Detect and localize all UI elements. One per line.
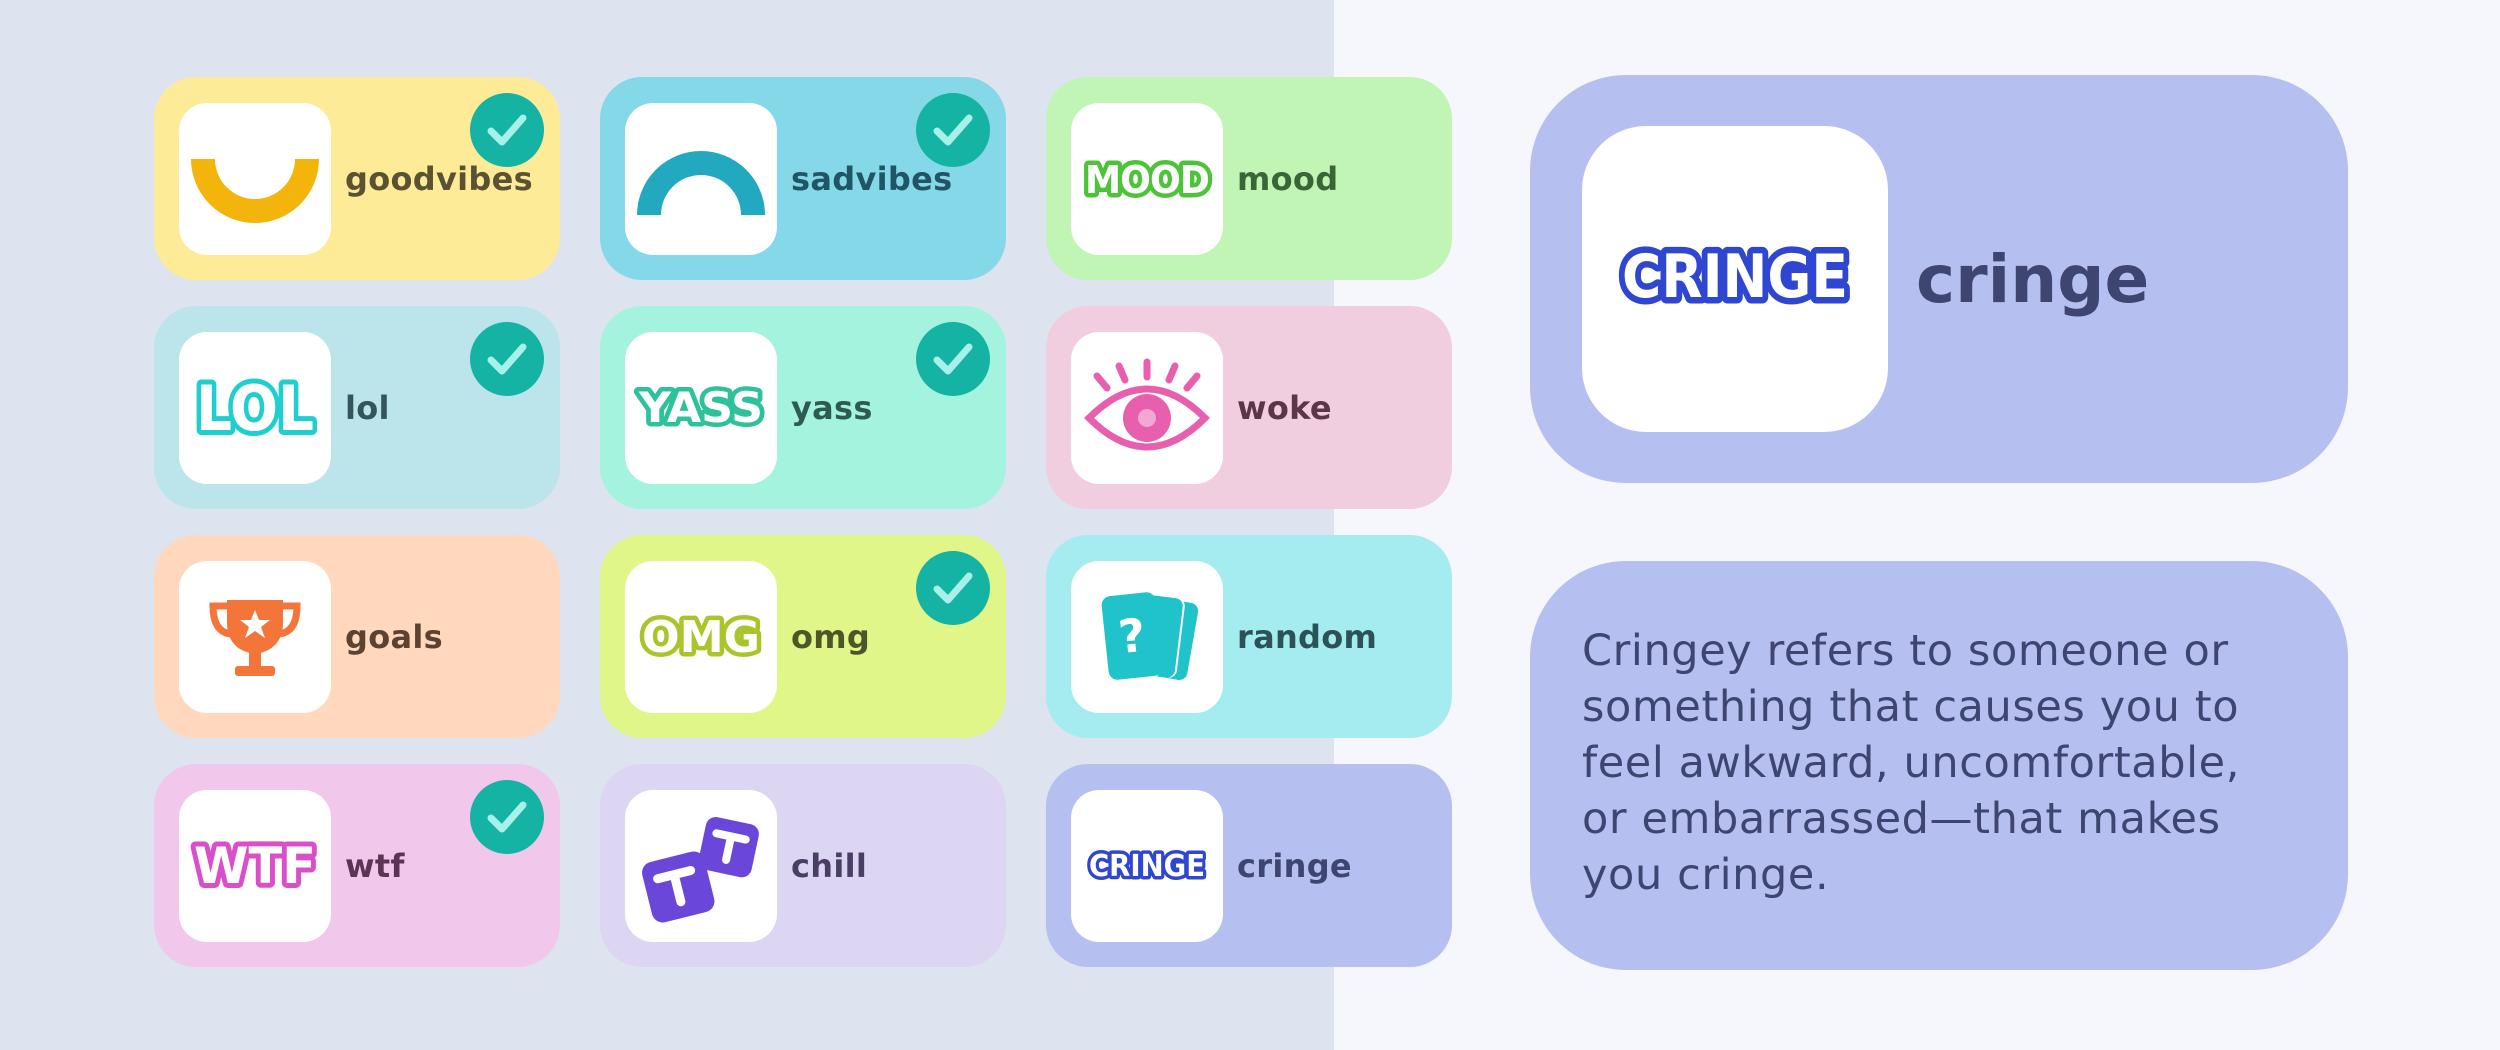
yass-wordmark-icon: YASS (633, 378, 767, 436)
selected-mood-tile: CRINGE (1582, 126, 1888, 432)
svg-text:CRINGE: CRINGE (1622, 242, 1848, 312)
checkmark-icon (470, 93, 544, 167)
selected-mood-description: Cringey refers to someone or something t… (1530, 561, 2348, 970)
mood-card-goodvibes[interactable]: goodvibes (154, 77, 560, 280)
mood-grid: goodvibes sadvibes MOOD mood LOL (154, 77, 1452, 967)
mood-label: goals (345, 617, 443, 656)
omg-wordmark-icon: OMG (638, 607, 765, 667)
mood-label: omg (791, 617, 871, 656)
mood-label: lol (345, 388, 390, 427)
svg-text:YASS: YASS (638, 383, 763, 432)
mood-tile-mood: MOOD (1071, 102, 1223, 255)
mood-tile-sadvibes (625, 102, 777, 255)
eye-icon (1084, 358, 1210, 450)
cards-question-icon: ? (1097, 591, 1199, 682)
mood-tile-omg: OMG (625, 560, 777, 713)
mood-card-cringe[interactable]: CRINGE cringe (1046, 764, 1452, 967)
smile-arc-icon (191, 157, 319, 223)
frown-arc-icon (637, 150, 765, 216)
svg-text:OMG: OMG (642, 612, 760, 663)
mood-tile-random: ? (1071, 560, 1223, 713)
svg-text:WTF: WTF (194, 837, 316, 895)
svg-text:LOL: LOL (196, 372, 314, 445)
mood-label: chill (791, 846, 868, 885)
checkmark-icon (470, 780, 544, 854)
selected-mood-header: CRINGE cringe (1530, 75, 2348, 483)
mood-tile-goals (179, 560, 331, 713)
ice-cubes-icon (642, 816, 759, 922)
cringe-wordmark-icon: CRINGE (1086, 845, 1209, 887)
mood-tile-wtf: WTF (179, 789, 331, 942)
mood-card-sadvibes[interactable]: sadvibes (600, 77, 1006, 280)
svg-text:MOOD: MOOD (1085, 158, 1209, 202)
svg-text:?: ? (1116, 607, 1148, 663)
mood-tile-cringe: CRINGE (1071, 789, 1223, 942)
mood-tile-chill (625, 789, 777, 942)
mood-label: mood (1237, 159, 1339, 198)
mood-wordmark-icon: MOOD (1081, 153, 1215, 206)
mood-card-mood[interactable]: MOOD mood (1046, 77, 1452, 280)
mood-tile-yass: YASS (625, 331, 777, 484)
mood-label: sadvibes (791, 159, 953, 198)
mood-tile-lol: LOL (179, 331, 331, 484)
mood-card-lol[interactable]: LOL lol (154, 306, 560, 509)
mood-label: woke (1237, 388, 1332, 427)
lol-wordmark-icon: LOL (191, 368, 319, 448)
checkmark-icon (470, 322, 544, 396)
selected-mood-title: cringe (1916, 240, 2150, 318)
checkmark-icon (916, 322, 990, 396)
mood-tile-woke (1071, 331, 1223, 484)
trophy-icon (209, 599, 301, 676)
mood-card-yass[interactable]: YASS yass (600, 306, 1006, 509)
mood-card-random[interactable]: ? random (1046, 535, 1452, 738)
mood-card-woke[interactable]: woke (1046, 306, 1452, 509)
checkmark-icon (916, 551, 990, 625)
mood-tile-goodvibes (179, 102, 331, 255)
mood-label: wtf (345, 846, 405, 885)
mood-label: yass (791, 388, 873, 427)
mood-label: cringe (1237, 846, 1352, 885)
mood-label: random (1237, 617, 1378, 656)
wtf-wordmark-icon: WTF (189, 832, 321, 900)
mood-card-chill[interactable]: chill (600, 764, 1006, 967)
mood-card-wtf[interactable]: WTF wtf (154, 764, 560, 967)
checkmark-icon (916, 93, 990, 167)
mood-card-omg[interactable]: OMG omg (600, 535, 1006, 738)
cringe-wordmark-icon: CRINGE (1616, 239, 1855, 319)
svg-text:CRINGE: CRINGE (1089, 849, 1205, 884)
mood-card-goals[interactable]: goals (154, 535, 560, 738)
